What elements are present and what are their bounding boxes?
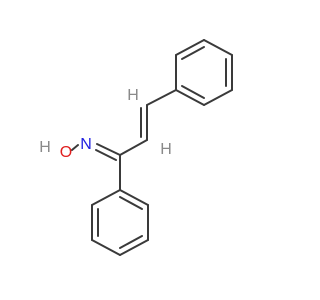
atom-label-h-alkene-bottom: H bbox=[160, 141, 172, 158]
bond bbox=[91, 189, 121, 206]
atom-label-hydrogen: H bbox=[39, 139, 51, 156]
alkene-chain bbox=[119, 89, 177, 156]
bond bbox=[175, 89, 205, 106]
bond bbox=[119, 139, 148, 156]
bond bbox=[203, 89, 233, 106]
molecule-diagram: H H N O H bbox=[39, 39, 233, 256]
aromatic-bond bbox=[119, 235, 143, 249]
bond bbox=[203, 39, 233, 56]
oxime-group bbox=[71, 143, 121, 161]
bond bbox=[146, 89, 177, 106]
aromatic-bond bbox=[119, 196, 143, 210]
atom-label-h-alkene-top: H bbox=[127, 87, 139, 104]
bond bbox=[119, 239, 149, 256]
bond bbox=[119, 189, 149, 206]
bottom-phenyl-ring bbox=[91, 154, 149, 256]
double-bond bbox=[95, 149, 117, 161]
bond bbox=[71, 144, 79, 151]
bond bbox=[91, 239, 121, 256]
atom-label-oxygen: O bbox=[60, 144, 72, 161]
top-phenyl-ring bbox=[175, 39, 233, 106]
aromatic-bond bbox=[181, 46, 205, 60]
atom-label-nitrogen: N bbox=[80, 136, 92, 153]
aromatic-bond bbox=[181, 85, 205, 99]
double-bond bbox=[96, 143, 121, 156]
bond bbox=[175, 39, 205, 56]
